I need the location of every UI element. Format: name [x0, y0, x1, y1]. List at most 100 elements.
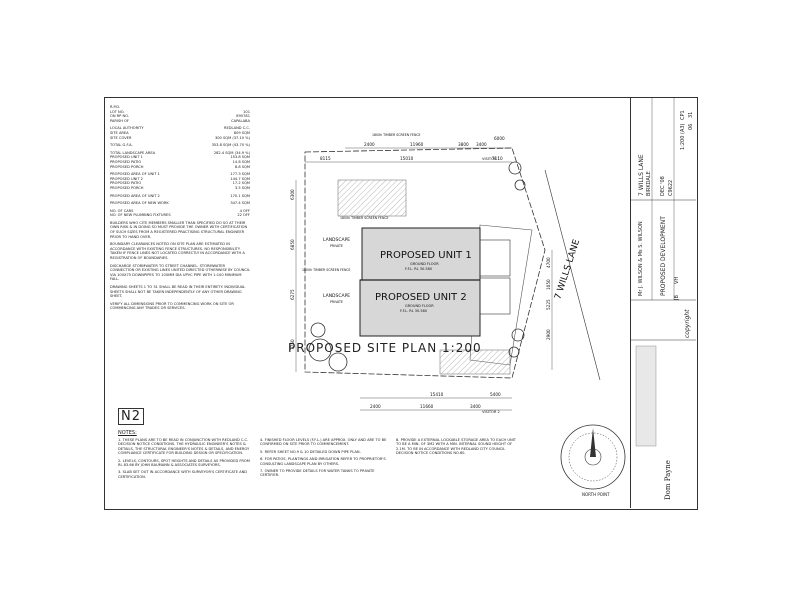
landscape-label-2: LANDSCAPE [323, 293, 350, 299]
schedule-note: Discharge stormwater to street channel. … [110, 263, 250, 282]
dimension-label: 5225 [546, 299, 551, 310]
site-boundary [304, 147, 546, 379]
schedule-label: Total Landscape Area [110, 150, 156, 155]
notes-title: NOTES: [118, 430, 137, 436]
unit-1-ffl: F.F.L. RL 30.580 [405, 267, 432, 271]
schedule-value: 282.4 SQM (34.9 %) [213, 150, 250, 155]
tb-copyright: copyright [684, 309, 691, 338]
tb-firm: Dom Payne [664, 460, 672, 500]
schedule-value: 300 SQM (37.10 %) [214, 135, 250, 140]
schedule-label: Parish of [110, 118, 129, 123]
street-label: 7 WILLS LANE [553, 238, 582, 301]
schedule-row: No. of Cars4 OFF [110, 209, 250, 214]
schedule-label: Local Authority [110, 126, 144, 131]
visitor-1: VISITOR 1 [482, 157, 500, 161]
dimension-label: 3400 [476, 142, 487, 147]
tb-address: 7 WILLS LANE [638, 154, 645, 196]
tb-client: Mr J. WILSON & Ms S. WILSON [638, 221, 644, 296]
dimension-label: 8115 [320, 156, 331, 161]
dimension-label: 6275 [290, 289, 295, 300]
road-edge [544, 169, 601, 381]
landscape-sub-2: PRIVATE [330, 300, 343, 304]
schedule-row: Proposed Porch8.8 SQM [110, 165, 250, 170]
schedule-value: 353.8 SQM (43.70 %) [211, 143, 250, 148]
fence-mid-label: 1800h TIMBER SCREEN FENCE [340, 216, 389, 220]
schedule-note: Builders who cite members smaller than s… [110, 220, 248, 239]
schedule-value: 170.1 SQM [230, 193, 250, 198]
tb-of: 31 [688, 111, 694, 118]
schedule-label: On RP No. [110, 114, 129, 119]
tb-project: PROPOSED DEVELOPMENT [660, 216, 667, 296]
drawing-number: N2 [118, 408, 144, 425]
note-item: 8. Provide a external lockable storage a… [396, 438, 516, 456]
dimension-label: 6850 [290, 239, 295, 250]
schedule-label: Proposed Unit 2 [110, 176, 143, 181]
notes-column-1: 1. These plans are to be read in conjunc… [118, 438, 250, 482]
schedule-row: Site Cover300 SQM (37.10 %) [110, 136, 250, 141]
schedule-row: Total G.F.A. 353.8 SQM (43.70 %) [110, 143, 250, 148]
unit-1-sub: GROUND FLOOR [410, 262, 439, 266]
note-item: 7. Owner to provide details for water ta… [260, 469, 375, 478]
dimension-label: 7750 [290, 339, 295, 350]
tree [511, 328, 525, 342]
area-schedule: R.P.D.Lot No.101On RP No.895781Parish of… [110, 105, 250, 311]
firm-logo [635, 345, 657, 447]
note-item: 1. These plans are to be read in conjunc… [118, 438, 250, 456]
schedule-row: Site Area809 SQM [110, 131, 250, 136]
schedule-label: Total G.F.A. [110, 143, 133, 148]
dimension-label: 4700 [546, 257, 551, 268]
existing-structure-bottom [439, 349, 511, 375]
dimension-label: 2400 [370, 404, 381, 409]
notes-column-2: 4. Finished floor levels (F.F.L.) are ap… [260, 438, 392, 481]
dimension-label: 3800 [458, 142, 469, 147]
schedule-value: 3.5 SQM [234, 185, 250, 190]
schedule-row: Lot No.101 [110, 110, 250, 115]
schedule-row: Parish of Capalaba [110, 119, 250, 124]
schedule-label: Proposed Area of Unit 2 [110, 193, 160, 198]
dimension-label: 2400 [364, 142, 375, 147]
garage-unit-1 [479, 239, 511, 277]
schedule-label: No. of New Plumbing Fixtures [110, 213, 171, 218]
fence-top-label: 1800h TIMBER SCREEN FENCE [372, 133, 421, 137]
tree [508, 161, 522, 175]
schedule-note: Verify all dimensions prior to commencin… [110, 301, 234, 311]
schedule-note: Drawing sheets 1 to 31 shall be read in … [110, 285, 246, 299]
title-block [630, 98, 697, 508]
dimension-label: 6000 [494, 136, 505, 141]
schedule-row: Proposed Area of Unit 2 170.1 SQM [110, 194, 250, 199]
fence-left-label: 1800h TIMBER SCREEN FENCE [302, 268, 351, 272]
schedule-row: Total Landscape Area 282.4 SQM (34.9 %) [110, 151, 250, 156]
schedule-row: Proposed Patio14.8 SQM [110, 160, 250, 165]
schedule-label: Proposed Patio [110, 159, 142, 164]
schedule-row: Proposed Area of New Work347.4 SQM [110, 201, 250, 206]
unit-2-sub: GROUND FLOOR [405, 304, 434, 308]
tb-sheet: 06 [688, 123, 694, 130]
dimension-label: 6300 [290, 189, 295, 200]
dimension-label: 7110 [492, 156, 503, 161]
tree [310, 322, 326, 338]
tree [508, 346, 520, 358]
schedule-row: Proposed Porch3.5 SQM [110, 186, 250, 191]
note-item: 4. Finished floor levels (F.F.L.) are ap… [260, 438, 387, 447]
note-item: 6. For patios, plantings and irrigation … [260, 457, 386, 466]
schedule-value: 895781 [236, 114, 250, 119]
unit-2-footprint [359, 279, 481, 337]
schedule-value: 177.3 SQM [230, 172, 250, 177]
notes-column-3: 8. Provide a external lockable storage a… [396, 438, 516, 459]
tb-date: DEC '08 [660, 176, 666, 196]
schedule-label: No. of Cars [110, 208, 134, 213]
north-point-label: NORTH POINT [582, 492, 610, 497]
tree [328, 352, 348, 372]
dimension-label: 2900 [546, 329, 551, 340]
landscape-label-1: LANDSCAPE [323, 237, 350, 243]
note-item: 2. Levels, contours, spot heights and de… [118, 458, 250, 468]
schedule-value: 101 [243, 109, 250, 114]
schedule-value: Capalaba [231, 118, 250, 123]
schedule-row: On RP No. 895781 [110, 114, 250, 119]
schedule-value: 17.2 SQM [232, 181, 250, 186]
schedule-row: Local AuthorityRedland C.C. [110, 126, 250, 131]
dimension-label: 11960 [410, 142, 424, 147]
